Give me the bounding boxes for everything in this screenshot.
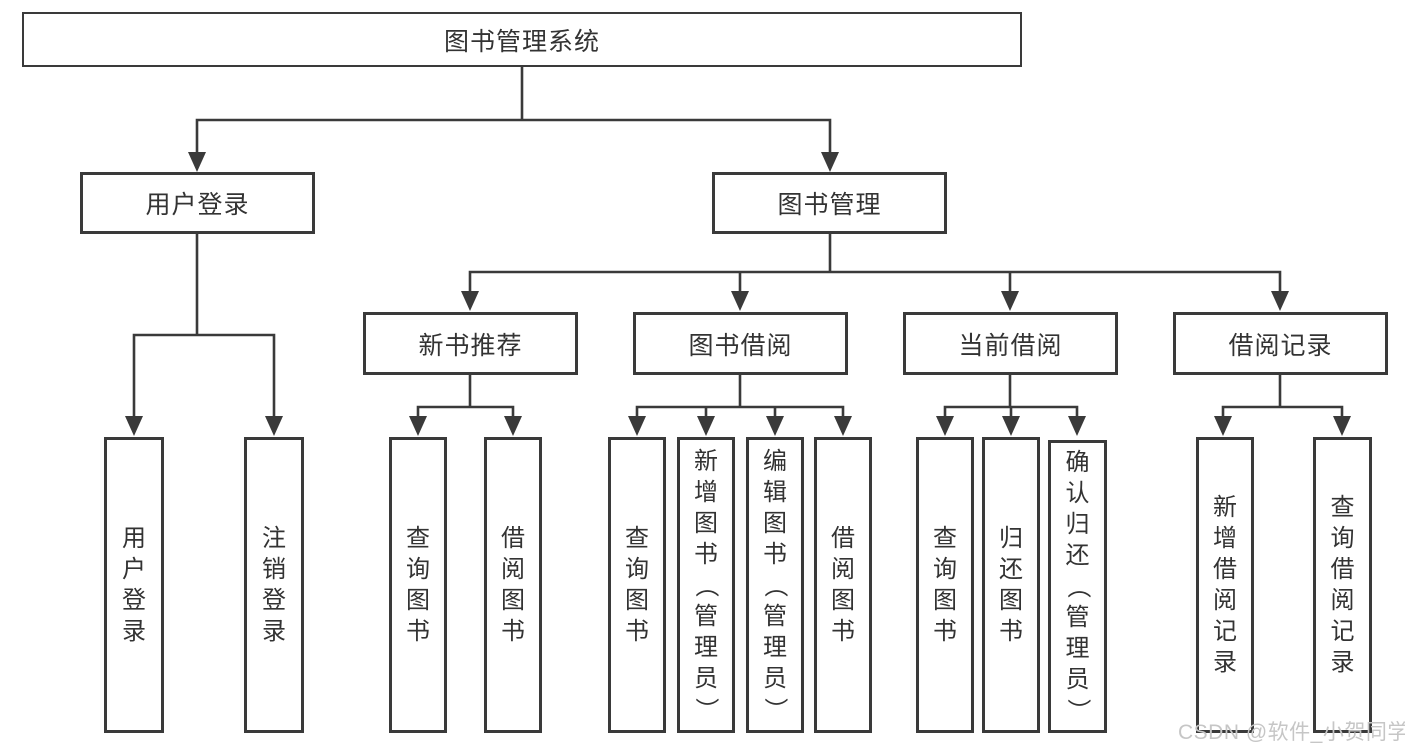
- leaf-edit-book-admin: 编辑图书（管理员）: [746, 437, 804, 733]
- leaf-user-login-label: 用户登录: [122, 525, 146, 645]
- current-borrow-split-connector: [936, 375, 1086, 436]
- leaf-edit-book-admin-label: 编辑图书（管理员）: [761, 447, 789, 722]
- new-book-recommend-split-connector: [409, 375, 522, 436]
- leaf-add-book-admin-label: 新增图书（管理员）: [692, 447, 720, 722]
- leaf-confirm-return-admin: 确认归还（管理员）: [1048, 440, 1107, 733]
- node-current-borrow: 当前借阅: [903, 312, 1118, 375]
- leaf-query-books-borrow: 查询图书: [608, 437, 666, 733]
- leaf-query-books-current-label: 查询图书: [933, 525, 957, 645]
- leaf-confirm-return-admin-label: 确认归还（管理员）: [1064, 449, 1091, 723]
- leaf-logout-label: 注销登录: [262, 525, 286, 645]
- leaf-return-books-label: 归还图书: [999, 525, 1023, 645]
- watermark: CSDN @软件_小贺同学: [1178, 721, 1405, 744]
- book-management-split-connector: [461, 234, 1289, 311]
- leaf-logout: 注销登录: [244, 437, 304, 733]
- leaf-borrow-books-recommend-label: 借阅图书: [501, 525, 525, 645]
- leaf-query-books-borrow-label: 查询图书: [625, 525, 649, 645]
- leaf-add-book-admin: 新增图书（管理员）: [677, 437, 735, 733]
- leaf-query-borrow-record: 查询借阅记录: [1313, 437, 1372, 733]
- leaf-borrow-books-recommend: 借阅图书: [484, 437, 542, 733]
- node-new-book-recommend-label: 新书推荐: [418, 331, 523, 360]
- node-user-login: 用户登录: [80, 172, 315, 234]
- leaf-add-borrow-record: 新增借阅记录: [1196, 437, 1254, 733]
- leaf-query-books-recommend: 查询图书: [389, 437, 447, 733]
- node-user-login-label: 用户登录: [145, 191, 250, 219]
- borrow-records-split-connector: [1214, 375, 1351, 436]
- leaf-add-borrow-record-label: 新增借阅记录: [1213, 494, 1237, 676]
- leaf-borrow-books-label: 借阅图书: [831, 525, 855, 645]
- node-book-borrow: 图书借阅: [633, 312, 848, 375]
- user-login-split-connector: [125, 234, 283, 436]
- leaf-return-books: 归还图书: [982, 437, 1040, 733]
- node-borrow-records: 借阅记录: [1173, 312, 1388, 375]
- node-new-book-recommend: 新书推荐: [363, 312, 578, 375]
- leaf-query-borrow-record-label: 查询借阅记录: [1330, 494, 1355, 676]
- node-current-borrow-label: 当前借阅: [958, 331, 1063, 360]
- book-borrow-split-connector: [628, 375, 852, 436]
- node-root: 图书管理系统: [22, 12, 1022, 67]
- leaf-user-login: 用户登录: [104, 437, 164, 733]
- node-book-borrow-label: 图书借阅: [688, 331, 793, 360]
- root-split-connector: [188, 67, 839, 172]
- node-book-management: 图书管理: [712, 172, 947, 234]
- node-root-label: 图书管理系统: [443, 27, 600, 56]
- leaf-borrow-books: 借阅图书: [814, 437, 872, 733]
- node-book-management-label: 图书管理: [777, 191, 882, 219]
- leaf-query-books-recommend-label: 查询图书: [406, 525, 430, 645]
- node-borrow-records-label: 借阅记录: [1228, 331, 1333, 360]
- leaf-query-books-current: 查询图书: [916, 437, 974, 733]
